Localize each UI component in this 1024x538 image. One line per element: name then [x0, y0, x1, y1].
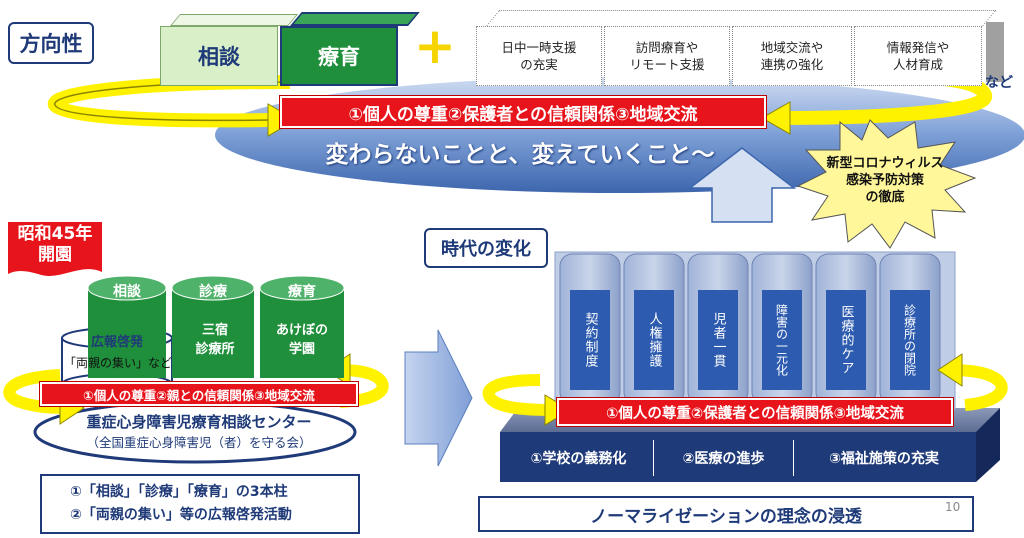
expansion-side: [986, 22, 1004, 82]
expansion-item-visiting: 訪問療育や リモート支援: [604, 26, 730, 86]
top-loop-arrowhead-right: [760, 101, 791, 135]
era-change-label: 時代の変化: [424, 228, 548, 268]
cylinder-pr-sub: 「両親の集い」など: [63, 355, 172, 370]
normalization-label: ノーマライゼーションの理念の浸透: [478, 496, 974, 532]
cylinder-clinic-sub: 三宿 診療所: [195, 323, 235, 357]
right-base-side: [976, 408, 1000, 482]
right-base-front: [500, 432, 976, 482]
center-name: 重症心身障害児療育相談センター: [86, 412, 312, 431]
expansion-top-edge: [486, 10, 997, 26]
box-consultation: 相談: [160, 26, 278, 86]
pillar-human-rights: 人権擁護: [646, 312, 662, 368]
etc-label: など: [985, 75, 1013, 91]
left-principles-band: ①個人の尊重②親との信頼関係③地域交流: [39, 381, 359, 407]
cylinder-pr-title: 広報啓発: [90, 334, 143, 350]
summary-line-pillars: ①「相談」「診療」「療育」の3本柱: [70, 484, 288, 500]
cylinder-consult-label: 相談: [113, 284, 141, 300]
foundation-school: ①学校の義務化: [504, 440, 654, 476]
foundation-welfare: ③福祉施策の充実: [829, 451, 939, 467]
cylinder-therapy-shape: [259, 275, 345, 378]
cylinder-therapy-label: 療育: [288, 284, 316, 300]
founded-flag-label: 昭和45年 開園: [17, 224, 93, 265]
pillar-unification: 障害の一元化: [774, 304, 789, 376]
summary-box: ①「相談」「診療」「療育」の3本柱 ②「両親の集い」等の広報啓発活動: [40, 474, 360, 534]
pillar-medical-care: 医療的ケア: [838, 305, 854, 375]
pillar-continuity: 児者一貫: [710, 312, 726, 368]
pillar-shapes: [559, 253, 941, 405]
top-principles-band: ①個人の尊重②保護者との信頼関係③地域交流: [279, 95, 767, 129]
foundation-medical: ②医療の進歩: [654, 440, 794, 476]
covid-burst-shape: [796, 119, 977, 249]
page-number: 10: [945, 500, 961, 514]
summary-line-pr: ②「両親の集い」等の広報啓発活動: [70, 507, 292, 523]
cylinder-clinic-shape: [171, 275, 255, 378]
expansion-item-info: 情報発信や 人材育成: [854, 26, 982, 86]
cylinder-consult-shape: [87, 275, 167, 378]
org-name: （全国重症心身障害児（者）を守る会）: [86, 434, 312, 450]
right-principles-band: ①個人の尊重②保護者との信頼関係③地域交流: [556, 397, 954, 427]
pillar-contract: 契約制度: [582, 312, 598, 368]
pillar-clinic-closure: 診療所の閉院: [902, 304, 917, 376]
cylinder-clinic-label: 診療: [199, 284, 227, 300]
box-therapy: 療育: [280, 26, 398, 86]
transition-arrow: [404, 329, 473, 467]
plus-icon: +: [414, 17, 456, 75]
box-therapy-top: [290, 12, 420, 26]
up-arrow: [687, 147, 797, 223]
box-consultation-top: [170, 14, 299, 26]
expansion-item-community: 地域交流や 連携の強化: [732, 26, 852, 86]
founded-flag-shape: [8, 222, 102, 276]
direction-label: 方向性: [8, 22, 94, 64]
expansion-item-daycare: 日中一時支援 の充実: [476, 26, 602, 86]
slogan: 変わらないことと、変えていくこと～: [325, 142, 715, 168]
covid-burst-label: 新型コロナウィルス 感染予防対策 の徹底: [826, 155, 944, 205]
cylinder-therapy-sub: あけぼの 学園: [275, 323, 328, 357]
